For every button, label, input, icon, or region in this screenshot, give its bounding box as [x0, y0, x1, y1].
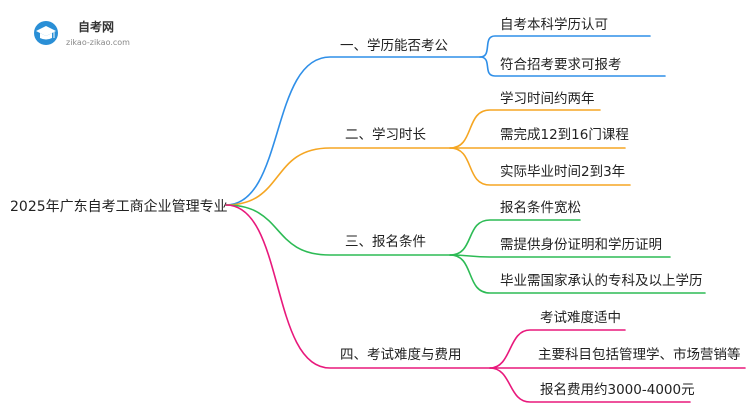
- branch-3: 三、报名条件 报名条件宽松 需提供身份证明和学历证明 毕业需国家承认的专科及以上…: [225, 199, 706, 294]
- branch-4-label: 四、考试难度与费用: [340, 347, 462, 363]
- logo: 自考网 zikao-zikao.com: [34, 19, 130, 47]
- branch-4-child-3-connector: [489, 367, 691, 403]
- root-node: 2025年广东自考工商企业管理专业: [10, 198, 228, 215]
- branch-2-child-1: 学习时间约两年: [500, 91, 595, 107]
- branch-3-child-1-connector: [449, 219, 581, 256]
- branch-2-connector: [225, 147, 451, 206]
- branch-4-child-2: 主要科目包括管理学、市场营销等: [538, 346, 741, 363]
- branch-3-connector: [225, 204, 451, 256]
- branch-1-label: 一、学历能否考公: [340, 38, 448, 54]
- branch-2-child-3: 实际毕业时间2到3年: [500, 164, 625, 180]
- branch-1-child-1: 自考本科学历认可: [500, 17, 608, 33]
- branch-1-child-2: 符合招考要求可报考: [500, 57, 622, 73]
- branch-3-child-3-connector: [449, 254, 706, 294]
- branch-2: 二、学习时长 学习时间约两年 需完成12到16门课程 实际毕业时间2到3年: [225, 91, 631, 206]
- branch-3-child-1: 报名条件宽松: [500, 199, 581, 216]
- branch-4-connector: [225, 204, 491, 369]
- branch-3-label: 三、报名条件: [345, 233, 426, 250]
- branch-2-child-3-connector: [449, 147, 631, 186]
- branch-4-child-1-connector: [489, 329, 626, 369]
- branch-2-child-1-connector: [449, 109, 601, 149]
- branch-2-child-2: 需完成12到16门课程: [500, 127, 629, 143]
- branch-3-child-2-connector: [449, 254, 671, 258]
- branch-4: 四、考试难度与费用 考试难度适中 主要科目包括管理学、市场营销等 报名费用约30…: [225, 204, 746, 403]
- branch-3-child-3: 毕业需国家承认的专科及以上学历: [500, 272, 703, 289]
- graduation-cap-icon: [36, 26, 56, 40]
- branch-4-child-1: 考试难度适中: [540, 310, 621, 326]
- branch-4-child-3: 报名费用约3000-4000元: [540, 382, 695, 398]
- branch-2-label: 二、学习时长: [345, 127, 426, 143]
- branch-3-child-2: 需提供身份证明和学历证明: [500, 237, 662, 253]
- branch-1: 一、学历能否考公 自考本科学历认可 符合招考要求可报考: [225, 17, 666, 206]
- branch-1-child-2-connector: [479, 56, 666, 77]
- logo-name: 自考网: [78, 19, 114, 34]
- logo-domain: zikao-zikao.com: [66, 38, 130, 47]
- branch-1-connector: [225, 56, 481, 206]
- branch-1-child-1-connector: [479, 35, 651, 58]
